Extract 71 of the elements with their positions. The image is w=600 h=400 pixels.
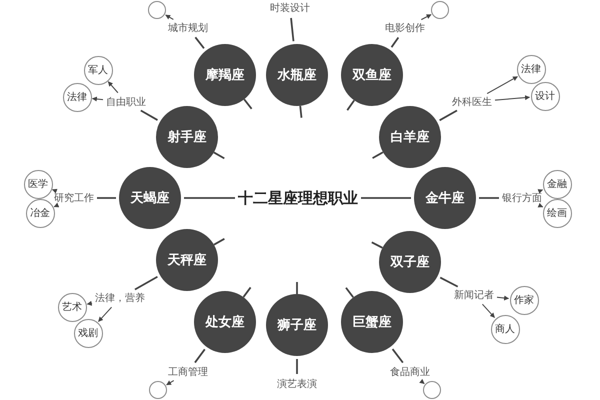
career-circle: 绘画 <box>542 198 572 228</box>
connector-line <box>194 348 206 364</box>
career-circle: 作家 <box>510 286 538 314</box>
connector-line <box>97 197 116 199</box>
arrow <box>419 378 425 384</box>
career-circle: 商人 <box>490 314 520 344</box>
arrow <box>165 14 174 20</box>
arrow <box>538 202 544 208</box>
arrow <box>86 300 93 306</box>
sign-circle: 金牛座 <box>414 167 476 229</box>
sign-circle: 天蝎座 <box>119 167 181 229</box>
arrow <box>92 96 104 102</box>
career-label: 电影创作 <box>385 21 425 35</box>
title-label: 十二星座理想职业 <box>238 188 358 208</box>
career-circle: 戏剧 <box>74 318 102 348</box>
connector-line <box>390 36 400 48</box>
career-label: 时装设计 <box>270 1 310 15</box>
connector-line <box>134 276 158 290</box>
career-label: 外科医生 <box>452 95 492 109</box>
connector-line <box>140 110 158 121</box>
arrow <box>538 189 544 194</box>
career-circle: 冶金 <box>26 198 54 228</box>
connector-line <box>296 359 298 374</box>
arrow <box>98 306 112 322</box>
connector-line <box>290 18 294 42</box>
connector-line <box>440 276 458 288</box>
sign-circle: 摩羯座 <box>194 44 256 106</box>
connector-line <box>479 197 499 199</box>
empty-circle <box>431 1 449 19</box>
sign-circle: 处女座 <box>194 291 256 353</box>
sign-circle: 白羊座 <box>379 106 441 168</box>
arrow <box>420 14 432 20</box>
connector-line <box>184 197 235 199</box>
arrow <box>482 304 496 318</box>
career-circle: 艺术 <box>58 292 86 322</box>
sign-circle: 射手座 <box>156 106 218 168</box>
connector-line <box>194 36 205 49</box>
career-label: 研究工作 <box>54 191 94 205</box>
connector-line <box>392 348 404 364</box>
sign-circle: 天秤座 <box>156 229 218 291</box>
career-circle: 金融 <box>542 170 572 198</box>
arrow <box>54 202 60 208</box>
career-label: 法律，营养 <box>95 291 145 305</box>
arrow <box>166 380 174 386</box>
career-circle: 军人 <box>84 56 112 84</box>
sign-circle: 巨蟹座 <box>341 291 403 353</box>
sign-circle: 狮子座 <box>266 294 328 356</box>
empty-circle <box>149 381 167 399</box>
career-label: 银行方面 <box>502 191 542 205</box>
connector-line <box>361 197 411 199</box>
career-circle: 法律 <box>516 54 546 84</box>
sign-circle: 双鱼座 <box>341 44 403 106</box>
arrow <box>486 76 518 94</box>
sign-circle: 水瓶座 <box>266 44 328 106</box>
arrow <box>52 188 58 194</box>
arrow <box>108 81 118 94</box>
empty-circle <box>423 381 441 399</box>
career-label: 演艺表演 <box>277 377 317 391</box>
empty-circle <box>148 1 166 19</box>
career-circle: 医学 <box>24 170 52 198</box>
career-label: 食品商业 <box>390 365 430 379</box>
career-label: 自由职业 <box>106 95 146 109</box>
career-circle: 设计 <box>530 82 560 110</box>
career-label: 城市规划 <box>168 21 208 35</box>
arrow <box>496 296 510 300</box>
career-label: 新闻记者 <box>454 288 494 302</box>
career-circle: 法律 <box>62 82 92 112</box>
career-label: 工商管理 <box>168 365 208 379</box>
connector-line <box>439 110 458 122</box>
sign-circle: 双子座 <box>379 231 441 293</box>
arrow <box>494 95 530 101</box>
